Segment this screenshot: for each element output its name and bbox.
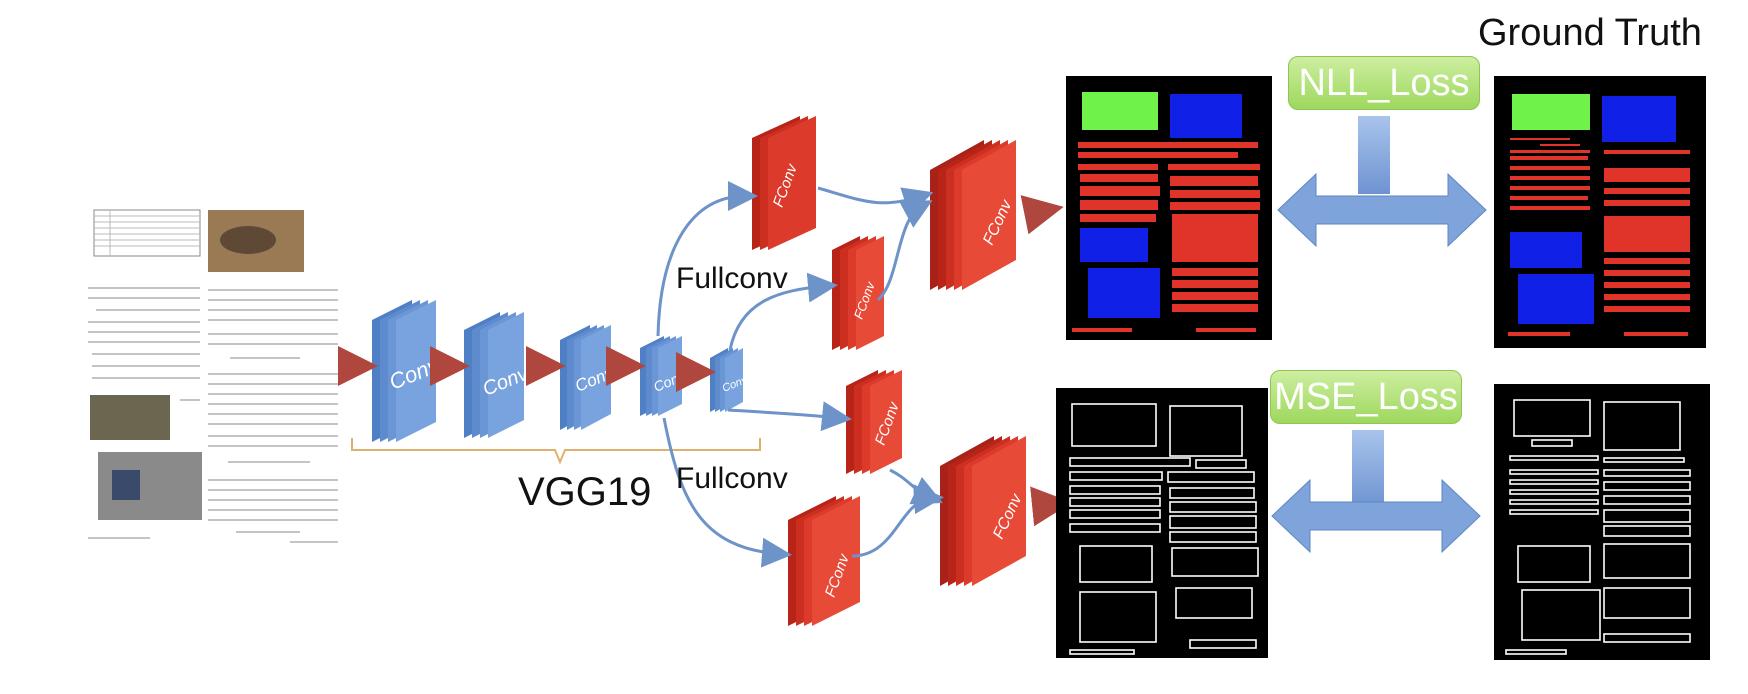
nll-comparison-arrow	[1277, 116, 1487, 248]
predicted-edge-map	[1056, 388, 1268, 658]
fullconv-bottom-label: Fullconv	[676, 462, 788, 495]
vgg19-label: VGG19	[518, 470, 652, 514]
conv-flow-arrows	[338, 346, 716, 392]
fconv-merge-top: FConv	[930, 140, 1016, 290]
ground-truth-edge-map	[1494, 384, 1710, 660]
conv-block-4: Conv	[640, 336, 688, 416]
fconv-bottom-2: FConv	[788, 496, 860, 626]
fconv-top-2: FConv	[832, 236, 884, 350]
fconv-bottom-1: FConv	[846, 370, 903, 474]
conv-block-2: Conv	[464, 312, 532, 438]
skip-connections	[656, 181, 944, 568]
conv-block-3: Conv	[560, 325, 618, 430]
ground-truth-segmentation	[1494, 76, 1706, 348]
fullconv-top-label: Fullconv	[676, 262, 788, 295]
output-arrows	[1020, 195, 1072, 527]
fconv-stack: FConv FConv FConv FConv	[752, 116, 1026, 626]
conv-block-5: Conv	[710, 348, 750, 412]
input-document	[88, 208, 340, 543]
mse-loss-badge: MSE_Loss	[1270, 370, 1462, 424]
conv-block-1: Conv	[372, 300, 444, 442]
ground-truth-title: Ground Truth	[1478, 12, 1702, 54]
mse-comparison-arrow	[1271, 430, 1481, 554]
table-photo	[90, 395, 170, 440]
predicted-segmentation	[1066, 76, 1272, 340]
fconv-top-1: FConv	[752, 116, 816, 250]
nll-loss-badge: NLL_Loss	[1288, 56, 1480, 110]
vgg-bracket	[351, 438, 761, 465]
fconv-merge-bottom: FConv	[940, 436, 1026, 586]
